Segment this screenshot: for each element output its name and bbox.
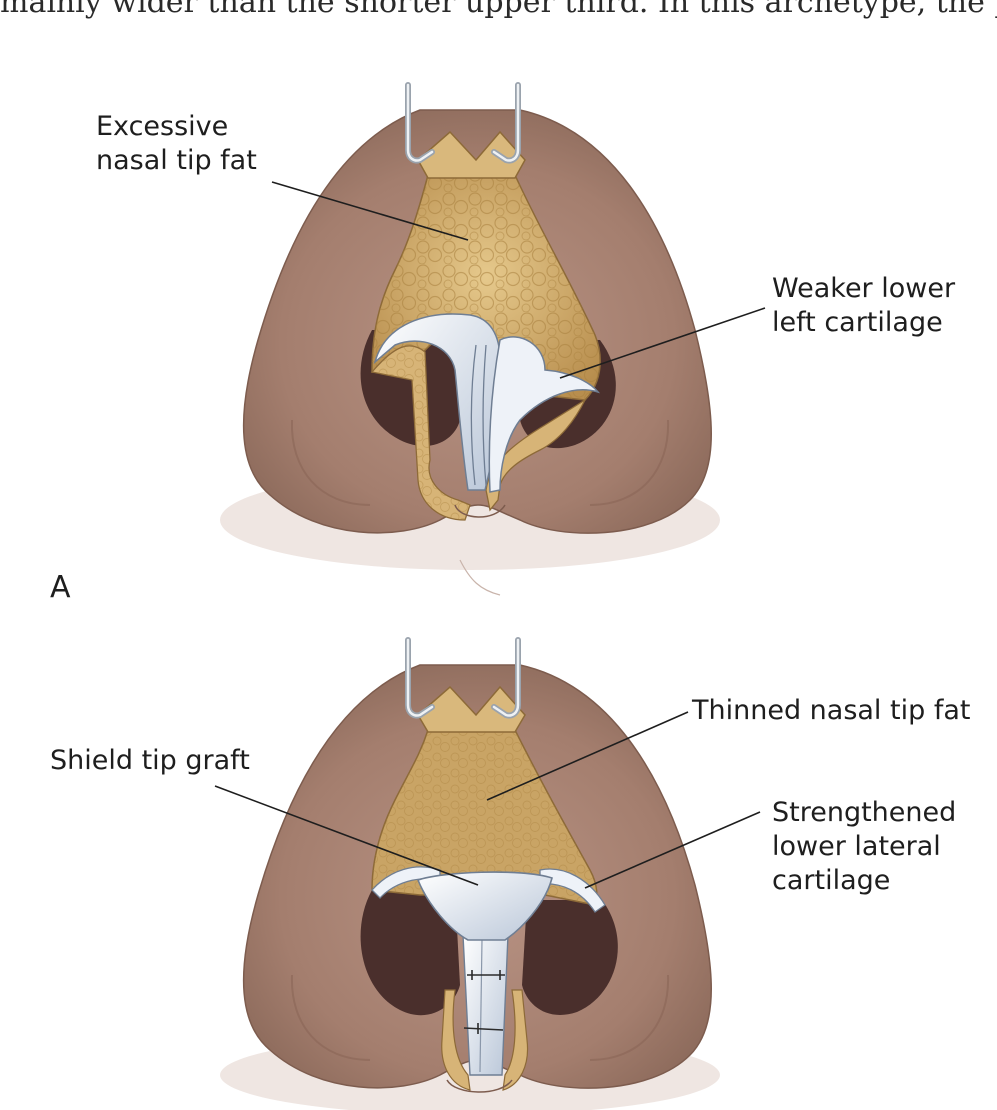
cropped-body-text: mainly wider than the shorter upper thir… — [0, 0, 997, 20]
panel-b-fat-texture — [372, 730, 597, 905]
panel-a-lip-line — [459, 559, 501, 596]
label-shield-tip-graft: Shield tip graft — [50, 745, 250, 776]
label-strengthened-lower-lateral-cartilage: Strengthened lower lateral cartilage — [772, 797, 957, 896]
leader-weaker-cartilage — [559, 307, 766, 379]
panel-letter-a: A — [50, 570, 71, 605]
panel-a-upper-notch — [417, 130, 526, 179]
panel-a-left-ala-crease — [290, 419, 371, 506]
panel-a-right-ala-crease — [589, 419, 670, 506]
leader-strengthened-cartilage — [584, 811, 761, 889]
panel-a-right-flap — [485, 398, 587, 512]
panel-b-right-flap — [502, 989, 529, 1091]
panel-b-columella-strut — [462, 934, 509, 1076]
panel-b-shield-tip-graft — [416, 871, 553, 941]
leader-excessive-fat — [271, 181, 469, 241]
panel-b-left-ala-crease — [290, 974, 371, 1061]
panel-b-left-cavity — [360, 890, 460, 1016]
label-weaker-lower-left-cartilage: Weaker lower left cartilage — [772, 273, 956, 338]
leader-shield-graft — [214, 785, 479, 886]
panel-a-illustration — [220, 82, 720, 596]
panel-b-illustration — [220, 637, 720, 1110]
panel-b-right-lateral-crus — [539, 868, 606, 913]
leader-thinned-fat — [486, 711, 689, 801]
panel-b-upper-notch — [417, 685, 526, 733]
label-thinned-nasal-tip-fat: Thinned nasal tip fat — [692, 695, 971, 726]
panel-b-right-ala-crease — [589, 974, 670, 1061]
panel-a-right-weak-cartilage — [488, 336, 601, 493]
panel-b-sutures — [463, 970, 505, 1034]
label-excessive-nasal-tip-fat: Excessive nasal tip fat — [96, 111, 257, 176]
panel-b-right-cavity — [522, 900, 618, 1015]
panel-b-left-flap — [441, 989, 471, 1091]
